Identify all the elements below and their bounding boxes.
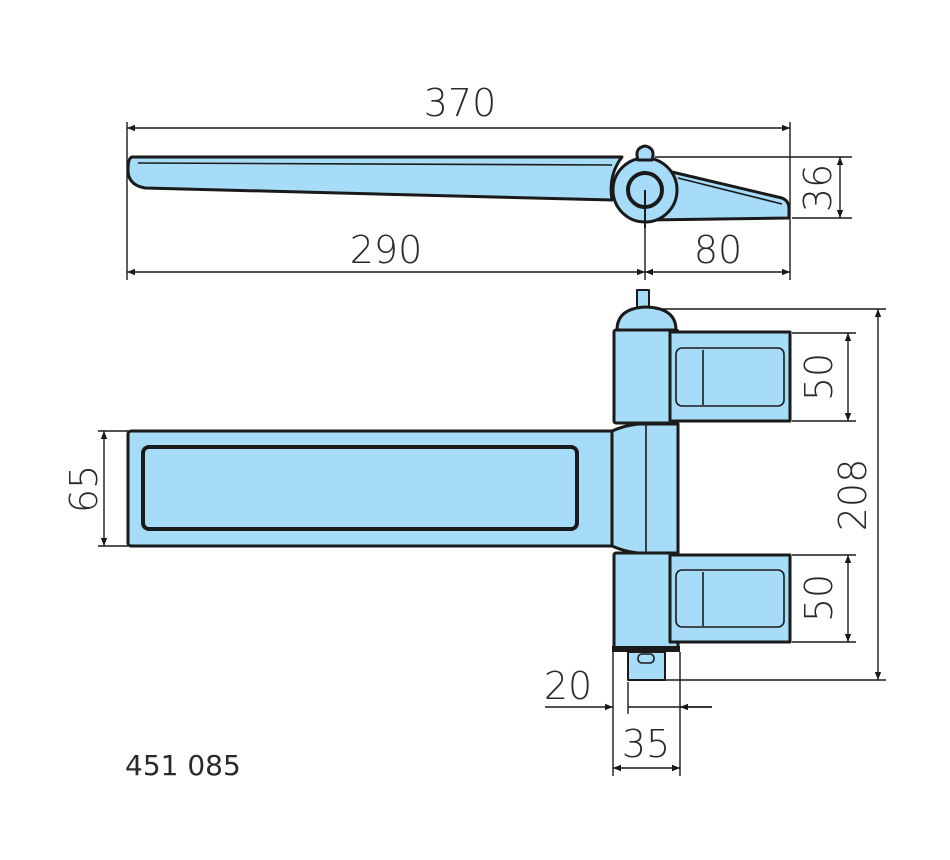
top-short-leaf bbox=[646, 170, 791, 222]
top-view bbox=[126, 144, 791, 228]
dim-36: 36 bbox=[796, 164, 840, 212]
barrel-cap bbox=[615, 305, 678, 332]
dim-35: 35 bbox=[622, 722, 670, 766]
dim-65: 65 bbox=[62, 465, 106, 513]
part-number: 451 085 bbox=[125, 749, 241, 782]
dim-50-lower: 50 bbox=[797, 574, 841, 622]
lower-leaf bbox=[668, 553, 792, 644]
upper-barrel bbox=[612, 328, 680, 425]
bottom-pin bbox=[627, 651, 666, 681]
top-arm bbox=[126, 155, 624, 202]
dim-20: 20 bbox=[544, 664, 592, 708]
lower-barrel bbox=[612, 551, 680, 650]
grease-nipple-icon bbox=[635, 144, 655, 162]
dimension-lines bbox=[98, 122, 886, 776]
front-view bbox=[126, 289, 792, 681]
dim-80: 80 bbox=[694, 228, 742, 272]
dim-290: 290 bbox=[350, 228, 423, 272]
dim-370: 370 bbox=[424, 81, 497, 125]
upper-leaf bbox=[668, 330, 792, 423]
dimension-labels: 370 290 80 36 208 50 50 65 20 35 451 085 bbox=[62, 81, 875, 782]
dim-208: 208 bbox=[831, 459, 875, 532]
dim-50-upper: 50 bbox=[797, 353, 841, 401]
